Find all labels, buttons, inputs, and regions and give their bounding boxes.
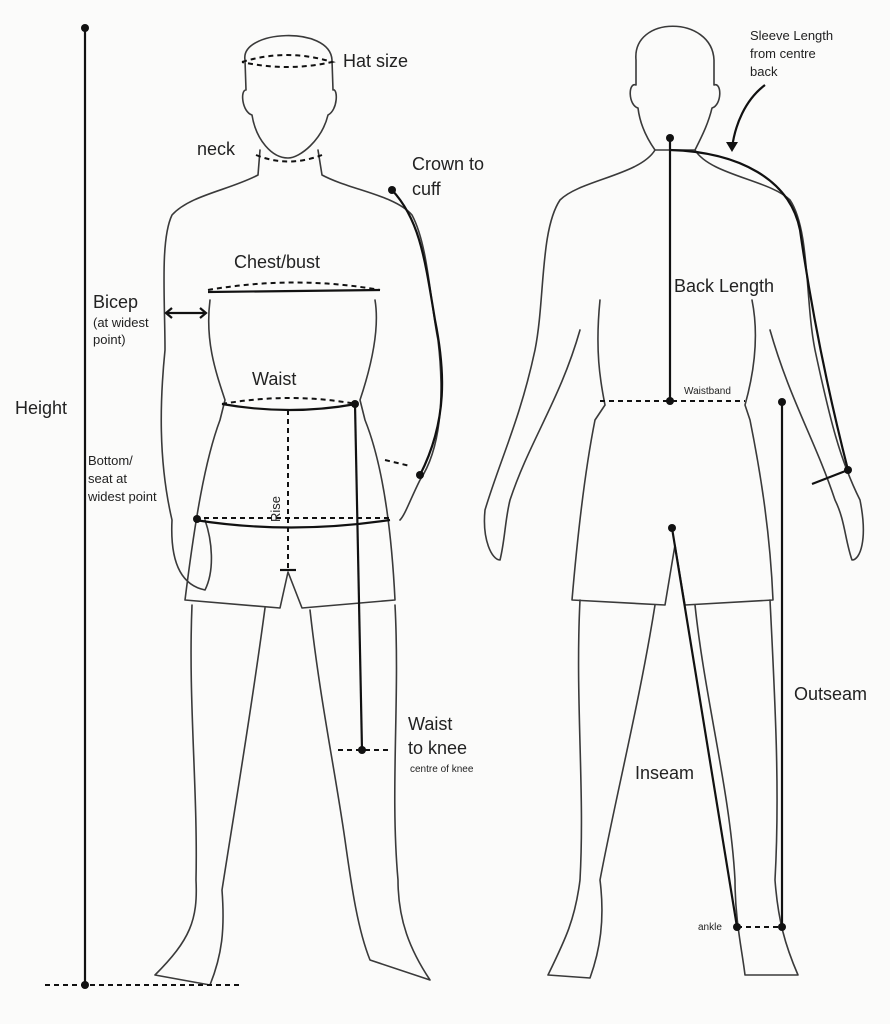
hat-size-label: Hat size: [343, 51, 408, 71]
bicep-measure: [164, 307, 208, 319]
sleeve-length-label-3: back: [750, 64, 778, 79]
crown-to-cuff-label-2: cuff: [412, 179, 442, 199]
waist-label: Waist: [252, 369, 296, 389]
bicep-note-2: point): [93, 332, 126, 347]
ankle-label: ankle: [698, 922, 722, 933]
chest-measure: [207, 281, 381, 294]
seat-label-2: seat at: [88, 471, 127, 486]
rise-label: Rise: [268, 496, 283, 522]
height-label: Height: [15, 398, 67, 418]
bicep-note: (at widest: [93, 315, 149, 330]
neck-label: neck: [197, 139, 236, 159]
waist-measure: [221, 397, 359, 412]
bicep-label: Bicep: [93, 292, 138, 312]
back-figure: [483, 25, 865, 979]
inseam-label: Inseam: [635, 763, 694, 783]
back-length-label: Back Length: [674, 276, 774, 296]
centre-of-knee-note: centre of knee: [410, 764, 474, 775]
sleeve-length-label-2: from centre: [750, 46, 816, 61]
rise-measure: [280, 410, 296, 572]
hat-line: [241, 54, 336, 68]
crown-to-cuff-label: Crown to: [412, 154, 484, 174]
seat-measure: [193, 515, 391, 529]
waist-to-knee-label-2: to knee: [408, 738, 467, 758]
waistband-label: Waistband: [684, 386, 731, 397]
chest-label: Chest/bust: [234, 252, 320, 272]
sleeve-length-label: Sleeve Length: [750, 28, 833, 43]
waist-to-knee-measure: [338, 403, 392, 754]
seat-label-3: widest point: [87, 489, 157, 504]
seat-label: Bottom/: [88, 453, 133, 468]
inseam-measure: [668, 524, 782, 931]
height-measure: [45, 24, 240, 989]
front-figure: [154, 34, 442, 986]
outseam-measure: [778, 398, 786, 931]
outseam-label: Outseam: [794, 684, 867, 704]
crown-to-cuff-measure: [384, 186, 444, 479]
back-length-measure: [666, 134, 674, 405]
waist-to-knee-label: Waist: [408, 714, 452, 734]
sleeve-length-measure: [669, 84, 852, 486]
